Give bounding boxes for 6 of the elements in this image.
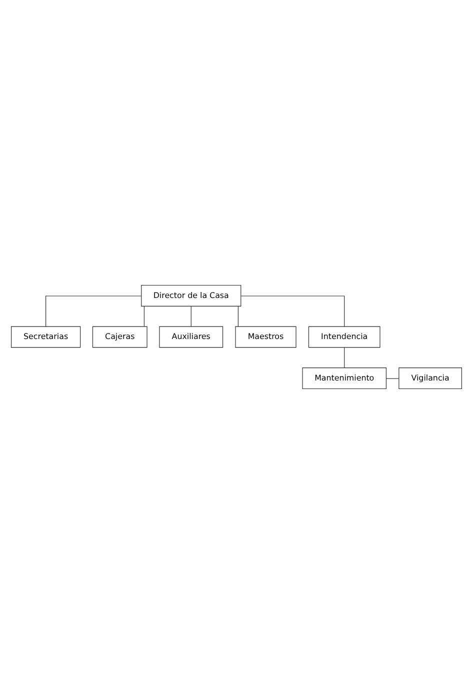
connector (237, 306, 238, 327)
connector (45, 296, 142, 327)
connector (190, 306, 191, 327)
connector (386, 378, 399, 379)
connector (240, 296, 344, 327)
connector (143, 306, 144, 327)
